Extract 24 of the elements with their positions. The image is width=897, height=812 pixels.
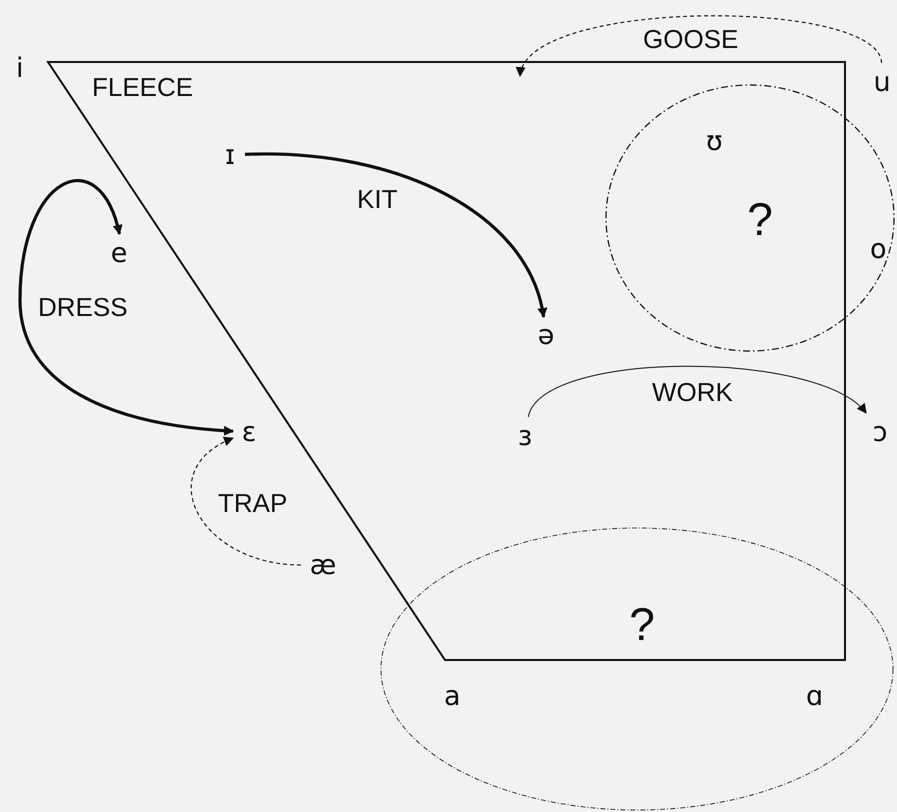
vowel-symbol: a — [444, 683, 461, 710]
edge-label: WORK — [652, 379, 733, 405]
vowel-symbol: e — [110, 240, 128, 266]
vowel-symbol: ɪ — [224, 142, 236, 168]
arrow — [190, 438, 302, 566]
vowel-symbol: ʊ — [706, 128, 723, 155]
arrow — [18, 180, 234, 436]
vowel-symbol: æ — [310, 552, 336, 578]
vowel-symbol: ɜ — [518, 422, 532, 450]
vowel-label: FLEECE — [92, 74, 194, 100]
vowel-symbol: i — [16, 55, 24, 82]
edge-label: DRESS — [38, 294, 128, 320]
vowel-symbol: ə — [538, 322, 554, 348]
question-mark: ? — [747, 196, 773, 242]
vowel-symbol: u — [873, 68, 891, 96]
arrow — [245, 152, 546, 318]
edge-label: TRAP — [218, 490, 288, 516]
question-mark: ? — [629, 601, 655, 647]
vowel-symbol: ɑ — [806, 683, 824, 710]
vowel-symbol: ɛ — [242, 418, 256, 446]
vowel-symbol: ɔ — [872, 418, 888, 446]
arrow — [528, 366, 867, 418]
edge-label: KIT — [357, 186, 398, 212]
vowel-symbol: o — [870, 236, 887, 263]
